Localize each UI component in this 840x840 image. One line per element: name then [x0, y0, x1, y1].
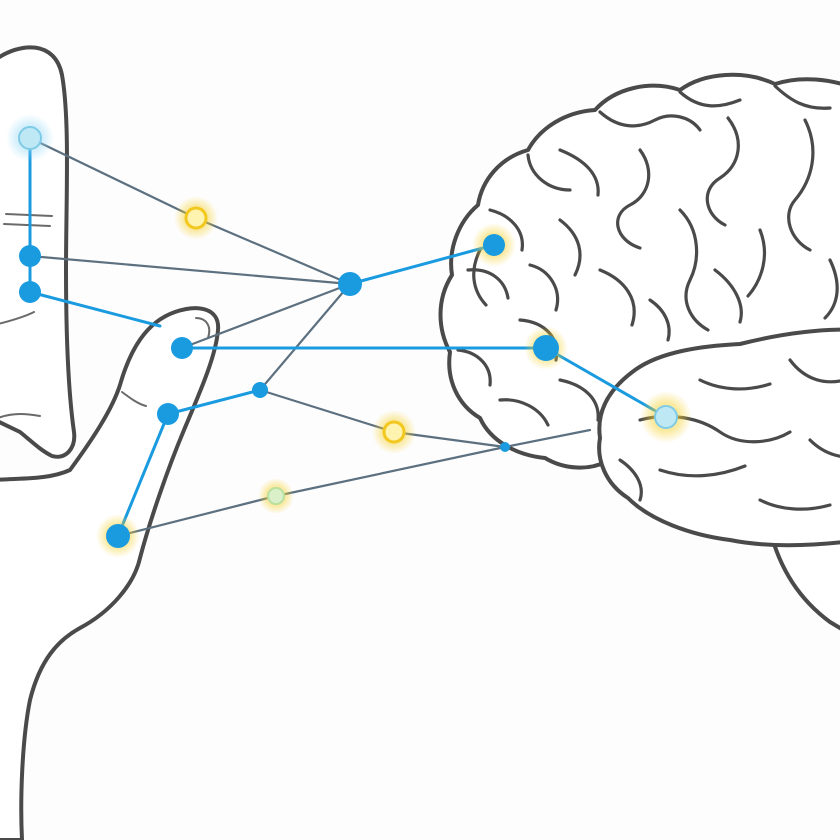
- node-pale-lower: [267, 487, 285, 505]
- thumbnail: [195, 317, 211, 339]
- thumb-outline: [0, 306, 221, 840]
- node-hub: [338, 272, 362, 296]
- dark-connections: [28, 136, 592, 538]
- node-finger-joint-2: [19, 281, 41, 303]
- palm-crease-2: [0, 413, 41, 419]
- cerebellum-outline: [768, 520, 840, 631]
- node-brain-small: [500, 442, 510, 452]
- brain-icon: [438, 72, 840, 631]
- node-thumb-joint: [157, 403, 179, 425]
- hand-icon: [0, 45, 221, 840]
- node-fingertip: [18, 126, 42, 150]
- node-yellow-middle: [382, 420, 406, 444]
- node-brain-upper: [483, 234, 505, 256]
- node-thumb-tip: [171, 337, 193, 359]
- node-thumb-base: [106, 524, 130, 548]
- neural-network: [6, 114, 692, 558]
- node-brain-temporal: [654, 405, 678, 429]
- node-yellow-upper: [184, 206, 208, 230]
- temporal-lobe-outline: [597, 327, 840, 548]
- thumb-crease: [121, 391, 147, 407]
- palm-crease: [0, 311, 35, 325]
- node-brain-middle: [533, 335, 559, 361]
- node-finger-joint-1: [19, 245, 41, 267]
- node-small-center: [252, 382, 268, 398]
